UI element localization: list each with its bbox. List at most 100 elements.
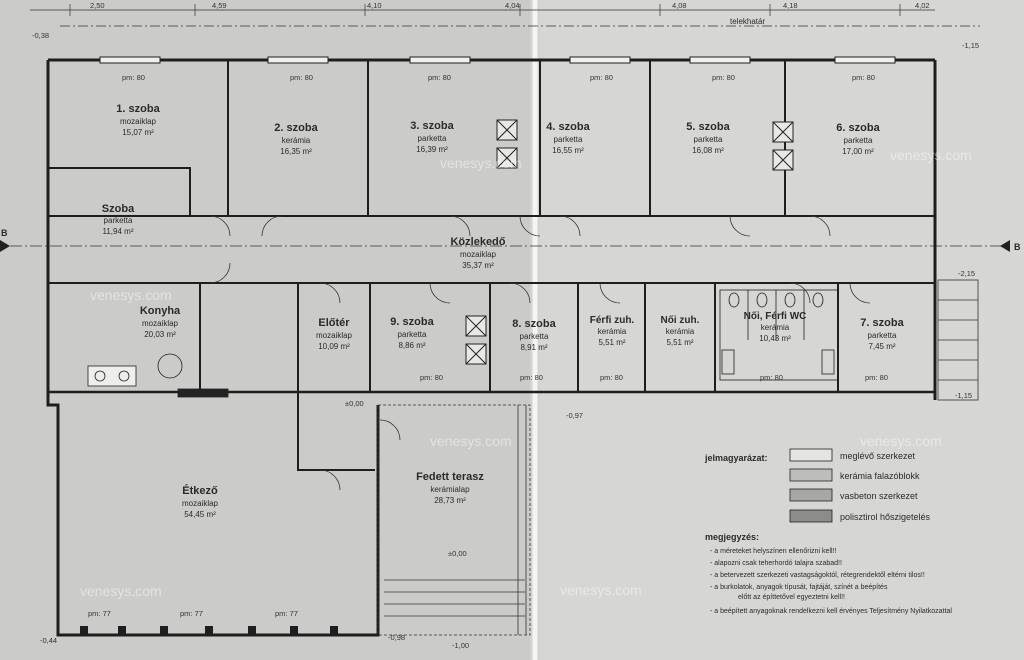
top-dimension-chain — [30, 4, 935, 16]
corridor-name: Közlekedő — [450, 236, 505, 248]
note-line: - a beépített anyagoknak rendelkezni kel… — [710, 608, 952, 615]
legend-title: jelmagyarázat: — [704, 453, 768, 463]
room-wc-floor: kerámia — [761, 323, 790, 332]
pm-label: pm: 80 — [290, 73, 313, 82]
pm-label: pm: 80 — [852, 73, 875, 82]
room-szoba-area: 11,94 m² — [103, 227, 134, 236]
pm77-label: pm: 77 — [180, 609, 203, 618]
room-eloter-name: Előtér — [318, 317, 350, 329]
pm77-label: pm: 77 — [88, 609, 111, 618]
pm-label: pm: 80 — [420, 373, 443, 382]
legend-item-ceramic: kerámia falazóblokk — [840, 471, 920, 481]
axis-left-arrow — [0, 240, 10, 252]
level-marks: ±0,00 ±0,00 -0,38 -1,15 -2,15 -1,15 -0,9… — [32, 31, 979, 650]
top-dim-2: 4,59 — [212, 1, 227, 10]
terrace-floor: kerámialap — [430, 485, 470, 494]
room-9-name: 9. szoba — [390, 316, 434, 328]
legend-item-concrete: vasbeton szerkezet — [840, 491, 918, 501]
room-ferfi-zuh-area: 5,51 m² — [598, 338, 625, 347]
notes-title: megjegyzés: — [705, 532, 759, 542]
terrace: Fedett terasz kerámialap 28,73 m² — [416, 471, 484, 505]
room-9-area: 8,86 m² — [398, 341, 425, 350]
pm-labels: pm: 80 pm: 80 pm: 80 pm: 80 pm: 80 pm: 8… — [88, 73, 888, 618]
door-swings — [209, 215, 871, 491]
level-mark: -0,98 — [388, 633, 405, 642]
pm-label: pm: 80 — [712, 73, 735, 82]
terrace-area: 28,73 m² — [434, 496, 466, 505]
room-9: 9. szoba parketta 8,86 m² — [390, 316, 434, 350]
room-konyha-floor: mozaiklap — [142, 319, 179, 328]
level-mark: -1,15 — [955, 391, 972, 400]
level-mark: ±0,00 — [448, 549, 467, 558]
room-6-name: 6. szoba — [836, 122, 880, 134]
room-etkezo-area: 54,45 m² — [184, 510, 216, 519]
room-6-floor: parketta — [844, 136, 873, 145]
top-dim-6: 4,18 — [783, 1, 798, 10]
pm-label: pm: 80 — [760, 373, 783, 382]
top-dim-7: 4,02 — [915, 1, 930, 10]
pm-label: pm: 80 — [865, 373, 888, 382]
level-mark: -0,44 — [40, 636, 57, 645]
room-8-name: 8. szoba — [512, 318, 556, 330]
pm77-label: pm: 77 — [275, 609, 298, 618]
room-1-name: 1. szoba — [116, 103, 160, 115]
note-line: - alapozni csak teherhordó talajra szaba… — [710, 560, 842, 567]
legend-swatch-concrete — [789, 488, 833, 502]
room-2: 2. szoba kerámia 16,35 m² — [274, 122, 318, 156]
room-5-area: 16,08 m² — [692, 146, 724, 155]
room-5-name: 5. szoba — [686, 121, 730, 133]
watermark: venesys.com — [90, 287, 172, 303]
top-dim-4: 4,04 — [505, 1, 520, 10]
corridor: Közlekedő mozaiklap 35,37 m² — [450, 236, 505, 270]
room-1-floor: mozaiklap — [120, 117, 157, 126]
room-3-area: 16,39 m² — [416, 145, 448, 154]
room-7: 7. szoba parketta 7,45 m² — [860, 317, 904, 351]
room-noi-zuh-area: 5,51 m² — [666, 338, 693, 347]
kitchen-fixtures — [87, 353, 229, 398]
legend-swatch-ceramic — [789, 468, 833, 482]
room-6-area: 17,00 m² — [842, 147, 874, 156]
watermarks: venesys.com venesys.com venesys.com vene… — [80, 147, 972, 599]
bottom-columns — [80, 626, 338, 636]
axis-right-label: B — [1014, 242, 1021, 252]
note-line: - a betervezett szerkezeti vastagságoktó… — [710, 572, 925, 579]
room-8: 8. szoba parketta 8,91 m² — [512, 318, 556, 352]
terrace-name: Fedett terasz — [416, 471, 484, 483]
room-etkezo: Étkező mozaiklap 54,45 m² — [182, 484, 219, 519]
room-noi-zuh-name: Női zuh. — [661, 315, 700, 326]
room-eloter: Előtér mozaiklap 10,09 m² — [316, 317, 353, 351]
room-7-floor: parketta — [868, 331, 897, 340]
room-noi-zuh: Női zuh. kerámia 5,51 m² — [661, 315, 700, 347]
note-line: előtt az építtetővel egyeztetni kell!! — [738, 594, 845, 601]
room-szoba-name: Szoba — [102, 203, 135, 215]
level-mark: -1,15 — [962, 41, 979, 50]
note-line: - a burkolatok, anyagok típusát, fajtájá… — [710, 584, 888, 591]
room-etkezo-name: Étkező — [182, 484, 218, 497]
room-3-name: 3. szoba — [410, 120, 454, 132]
level-mark: -0,38 — [32, 31, 49, 40]
room-ferfi-zuh: Férfi zuh. kerámia 5,51 m² — [590, 315, 635, 347]
pm-label: pm: 80 — [520, 373, 543, 382]
room-4-name: 4. szoba — [546, 121, 590, 133]
level-mark: -1,00 — [452, 641, 469, 650]
watermark: venesys.com — [80, 583, 162, 599]
pm-label: pm: 80 — [122, 73, 145, 82]
room-8-area: 8,91 m² — [520, 343, 547, 352]
terrace-stairs — [377, 404, 531, 636]
watermark: venesys.com — [860, 433, 942, 449]
room-3: 3. szoba parketta 16,39 m² — [410, 120, 454, 154]
pm-label: pm: 80 — [590, 73, 613, 82]
paper-right-half — [540, 0, 1024, 660]
legend-swatch-polystyrene — [789, 509, 833, 523]
room-4-area: 16,55 m² — [552, 146, 584, 155]
axis-left-label: B — [1, 228, 8, 238]
level-mark: ±0,00 — [345, 399, 364, 408]
room-5: 5. szoba parketta 16,08 m² — [686, 121, 730, 155]
wc-fixtures — [719, 289, 839, 381]
room-5-floor: parketta — [694, 135, 723, 144]
pm-label: pm: 80 — [428, 73, 451, 82]
room-noi-zuh-floor: kerámia — [666, 327, 695, 336]
room-2-floor: kerámia — [282, 136, 311, 145]
room-wc-area: 10,43 m² — [759, 334, 791, 343]
top-dim-5: 4,08 — [672, 1, 687, 10]
